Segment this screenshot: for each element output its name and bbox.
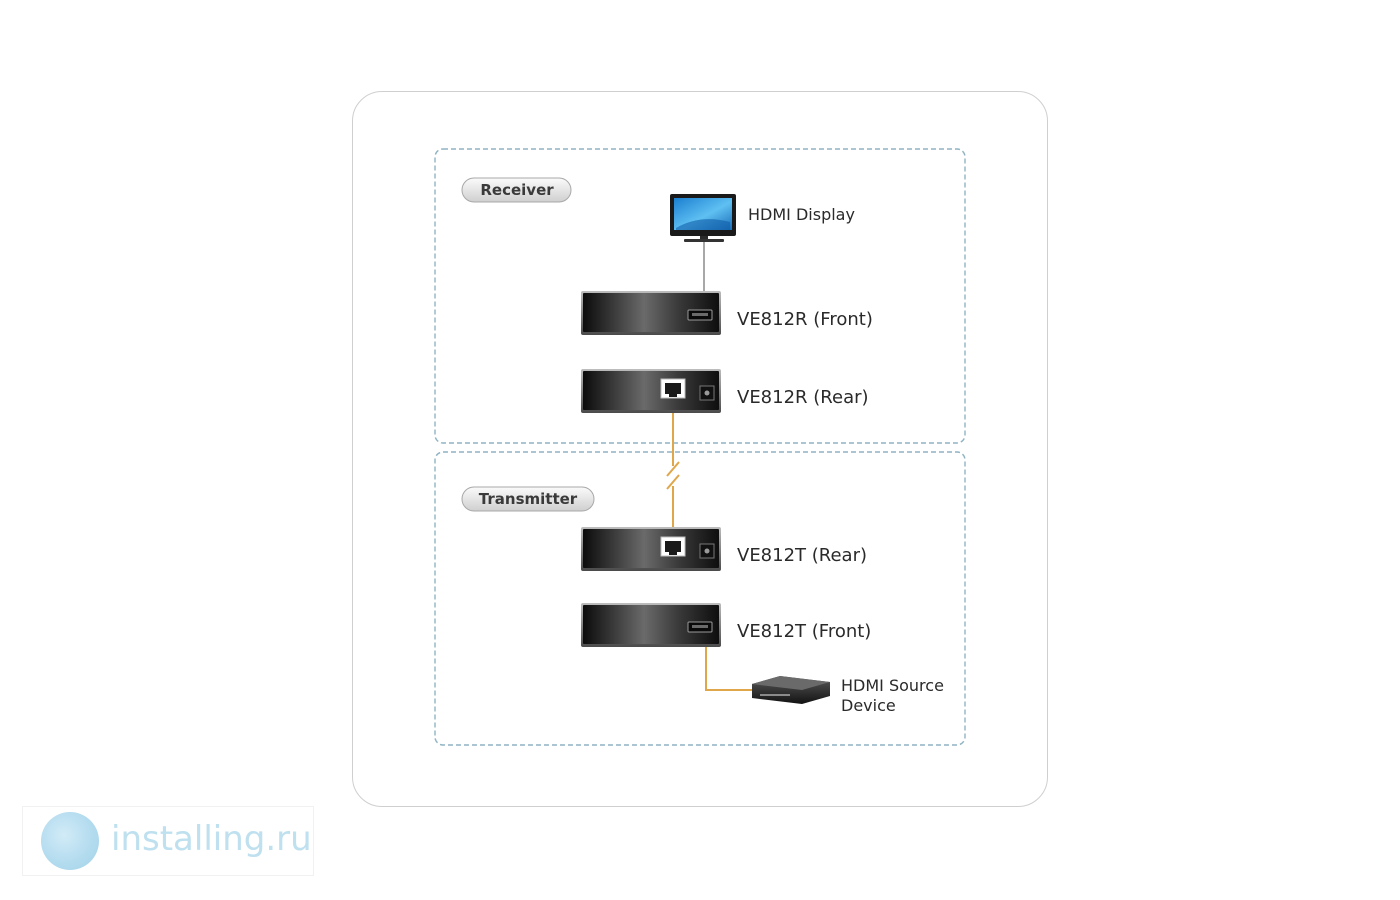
- receiver-title: Receiver: [480, 181, 554, 199]
- power-jack-icon: [699, 543, 715, 559]
- transmitter-rear-unit: [581, 527, 721, 571]
- receiver-rear-label: VE812R (Rear): [737, 387, 869, 408]
- rj45-port-icon: [660, 536, 686, 557]
- hdmi-display-label: HDMI Display: [748, 205, 855, 224]
- cat5e-cable: [666, 398, 680, 542]
- transmitter-section-label: Transmitter: [461, 486, 595, 512]
- transmitter-front-label: VE812T (Front): [737, 621, 871, 642]
- receiver-section-label: Receiver: [461, 177, 572, 203]
- hdmi-port-icon: [687, 621, 713, 633]
- receiver-front-unit: [581, 291, 721, 335]
- hdmi-display-icon: [670, 194, 736, 242]
- watermark-text: installing.ru: [111, 819, 312, 859]
- watermark: installing.ru: [22, 806, 314, 876]
- transmitter-section-frame: [434, 451, 966, 746]
- hdmi-port-icon: [687, 309, 713, 321]
- hdmi-source-device-icon: [752, 676, 830, 704]
- transmitter-title: Transmitter: [479, 490, 578, 508]
- receiver-rear-unit: [581, 369, 721, 413]
- receiver-front-label: VE812R (Front): [737, 309, 873, 330]
- hdmi-source-label-line1: HDMI Source: [841, 676, 944, 695]
- transmitter-front-unit: [581, 603, 721, 647]
- hdmi-source-cable: [705, 640, 756, 691]
- rj45-port-icon: [660, 378, 686, 399]
- transmitter-rear-label: VE812T (Rear): [737, 545, 867, 566]
- receiver-section-frame: [434, 148, 966, 444]
- power-jack-icon: [699, 385, 715, 401]
- installing-logo-icon: [41, 812, 99, 870]
- hdmi-source-label-line2: Device: [841, 696, 896, 715]
